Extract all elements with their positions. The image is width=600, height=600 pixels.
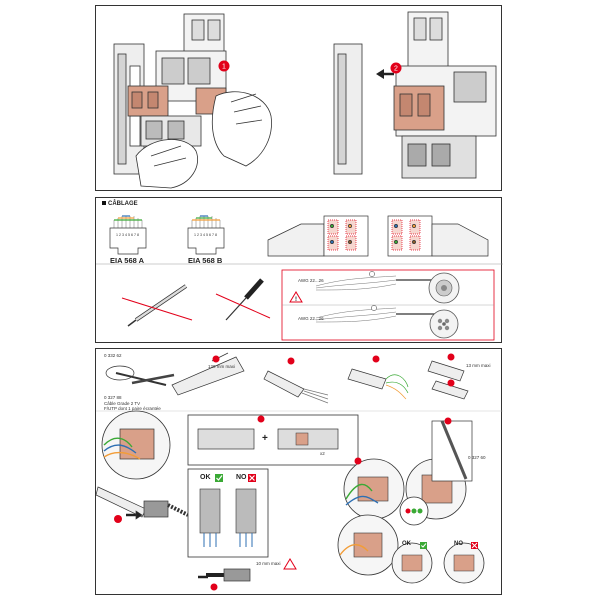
connector-closeup — [101, 410, 171, 480]
eia-568a-label: EIA 568 A — [110, 256, 145, 265]
step-badge-2: 2 — [390, 62, 402, 74]
ref-0-332-62: 0 332 62 — [104, 353, 122, 358]
jack-eia-568a — [109, 215, 147, 255]
cable-note-2: F/UTP dont 1 paire écrantée — [104, 406, 161, 411]
cable-step-3 — [347, 355, 409, 400]
module-tower — [155, 13, 227, 102]
x2-label: x2 — [320, 451, 325, 456]
warning-icon: ! — [289, 291, 303, 303]
cable-step-1 — [171, 352, 245, 396]
hand-icon — [135, 91, 272, 189]
wire-section-top — [428, 272, 460, 304]
install-closeups-right — [337, 417, 485, 584]
cable-step-4-5 — [427, 353, 469, 400]
insertion-box — [187, 414, 359, 466]
mounting-illustration: 1 2 — [113, 11, 497, 189]
mounting-panel: 1 2 — [95, 5, 502, 191]
ref-0-327-88: 0 327 88 — [104, 395, 122, 400]
assembled-module — [401, 135, 477, 179]
length-10mm: 10 mm maxi — [256, 561, 281, 566]
wire-section-bottom — [429, 309, 459, 339]
eia-568b-label: EIA 568 B — [188, 256, 223, 265]
step-badge-1: 1 — [218, 60, 230, 72]
cabling-title: CÂBLAGE — [102, 201, 138, 207]
assembled-copper-connector — [393, 85, 445, 131]
wire-gauge-frame — [281, 269, 495, 341]
installation-panel: 0 332 62 0 327 88 Câble Grade 2 TV F/UTP… — [95, 348, 503, 595]
awg-label-bottom: AWG 22...26 — [298, 316, 324, 321]
ref-0-327-60: 0 327 60 — [468, 455, 486, 460]
cross-icon — [248, 474, 256, 482]
pin-numbers-a: 1 2 3 4 5 6 7 8 — [116, 233, 139, 237]
cable-note-1: Câble Grade 2 TV — [104, 401, 141, 406]
ok-no-box — [187, 468, 269, 558]
svg-text:2: 2 — [394, 65, 398, 72]
no-label-right: NO — [454, 541, 463, 547]
wire-strands-bottom — [315, 305, 438, 323]
assembled-tower — [395, 11, 497, 137]
ok-label: OK — [200, 474, 211, 481]
screwdriver-icon — [215, 278, 271, 321]
check-icon — [215, 474, 223, 482]
awg-label-top: AWG 22...26 — [298, 278, 324, 283]
connector-crimp — [198, 568, 251, 591]
length-120mm: 120 mm maxi — [208, 364, 236, 369]
arrow-icon — [376, 69, 394, 79]
title-bullet — [102, 201, 106, 205]
plus-sign: + — [262, 433, 268, 444]
cabling-panel: CÂBLAGE — [95, 197, 503, 343]
check-icon-right — [420, 542, 427, 549]
cabling-illustration: ! — [96, 215, 503, 341]
cable-with-connector — [96, 486, 189, 523]
no-label: NO — [236, 474, 247, 481]
jack-eia-568b — [187, 215, 225, 255]
svg-text:!: ! — [295, 297, 297, 303]
wire-strands-top — [315, 271, 438, 291]
punch-block-front — [267, 215, 369, 257]
cable-step-2 — [263, 357, 329, 404]
pin-numbers-b: 1 2 3 4 5 6 7 8 — [194, 233, 217, 237]
warning-icon-bottom — [283, 558, 297, 570]
copper-connector — [127, 85, 227, 117]
right-support-frame — [333, 43, 363, 175]
installation-illustration — [96, 352, 503, 591]
cross-icon-right — [471, 542, 478, 549]
punch-tool-icon — [121, 284, 193, 327]
stripping-tool — [105, 365, 175, 386]
punch-block-back — [387, 215, 489, 257]
ok-label-right: OK — [402, 541, 411, 547]
keystone-module — [140, 115, 202, 147]
svg-text:1: 1 — [222, 63, 226, 70]
length-13mm: 13 mm maxi — [466, 363, 491, 368]
